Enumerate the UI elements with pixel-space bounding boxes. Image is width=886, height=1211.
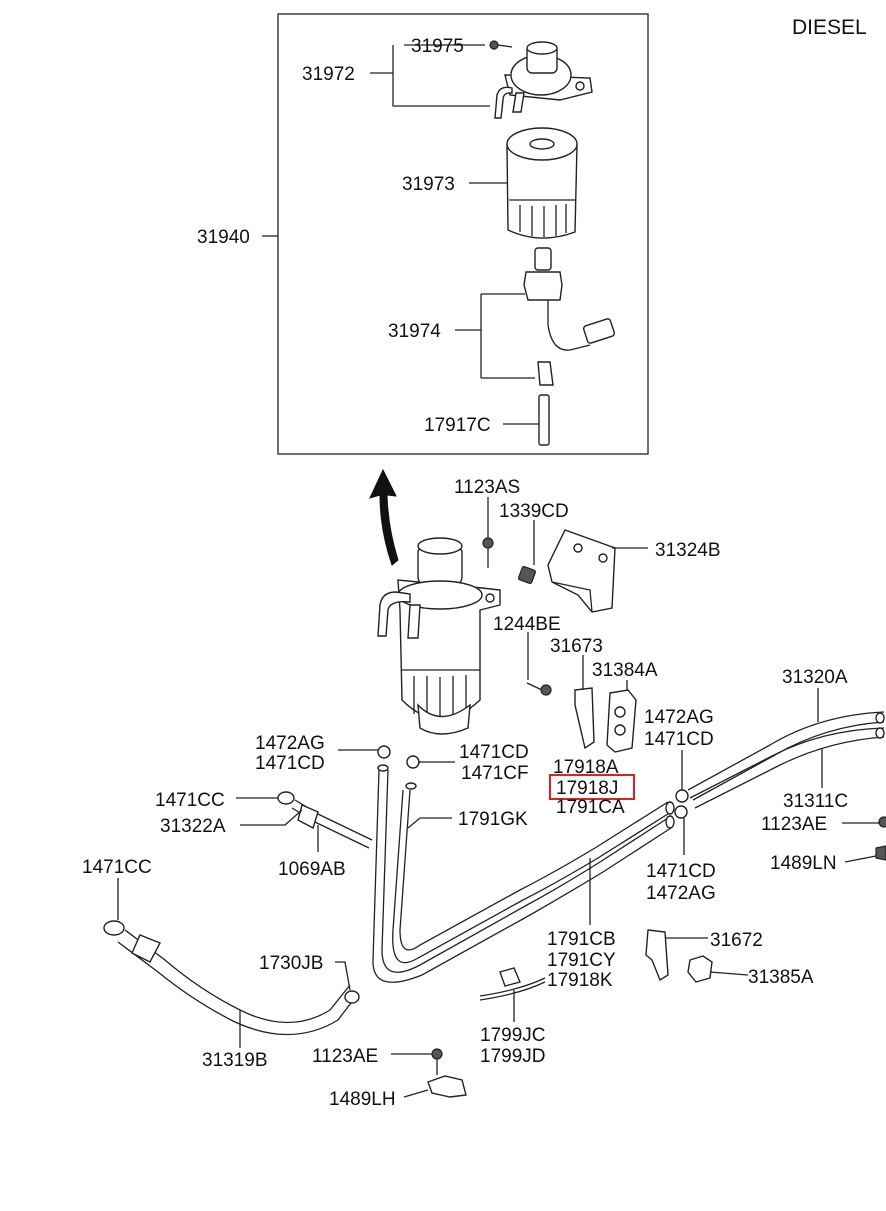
- label-1471CC-top: 1471CC: [155, 790, 225, 811]
- tie-strap-icon: [479, 967, 546, 1001]
- label-31673: 31673: [550, 636, 603, 657]
- clamp-1489LN-icon: [875, 845, 886, 861]
- label-31385A: 31385A: [748, 967, 814, 988]
- label-1244BE: 1244BE: [493, 614, 561, 635]
- filter-head-icon: [494, 41, 593, 119]
- label-1799JD: 1799JD: [480, 1046, 546, 1067]
- label-31311C: 31311C: [783, 791, 848, 812]
- leader-1730JB: [335, 961, 351, 991]
- label-1472AG-left: 1472AG: [255, 733, 325, 754]
- label-1799JC: 1799JC: [480, 1025, 546, 1046]
- label-1472AG-right: 1472AG: [644, 707, 714, 728]
- filter-element-icon: [506, 127, 578, 239]
- label-31940: 31940: [197, 227, 250, 248]
- label-1791CB: 1791CB: [547, 929, 616, 950]
- pipe-17917C-icon: [538, 394, 550, 446]
- label-1791CY: 1791CY: [547, 950, 616, 971]
- label-31319B: 31319B: [202, 1050, 268, 1071]
- label-17918A: 17918A: [553, 757, 619, 778]
- clip-31673-icon: [574, 687, 595, 750]
- highlight-box-17918J: [549, 774, 635, 800]
- fuel-filter-assembly-icon: [377, 537, 501, 735]
- label-1472AG-lower: 1472AG: [646, 883, 716, 904]
- label-17918J[interactable]: 17918J: [556, 778, 618, 799]
- bolt-1244BE-icon: [526, 682, 552, 696]
- leader-31322A: [240, 809, 303, 826]
- pipes-31320A-icon: [687, 711, 885, 809]
- curved-arrow-icon: [369, 468, 399, 566]
- leader-1489LH: [403, 1089, 429, 1098]
- hose-clamp-icon: [674, 805, 688, 819]
- label-1471CD-mid: 1471CD: [459, 742, 529, 763]
- clamp-1489LH-icon: [427, 1075, 467, 1098]
- label-31972: 31972: [302, 64, 355, 85]
- label-31322A: 31322A: [160, 816, 226, 837]
- bracket-31324B-icon: [547, 529, 616, 613]
- bolt-1123AS-icon: [482, 537, 494, 568]
- leader-1791GK: [407, 817, 452, 829]
- label-31384A: 31384A: [592, 660, 658, 681]
- label-1471CD-left: 1471CD: [255, 753, 325, 774]
- hose-31322A-icon: [277, 791, 373, 849]
- water-sensor-icon: [523, 247, 616, 386]
- label-1471CD-lower: 1471CD: [646, 861, 716, 882]
- label-1123AE-right: 1123AE: [761, 814, 827, 835]
- hose-clamp-icon: [406, 755, 420, 769]
- fuel-lines-icon: [372, 764, 675, 983]
- leader-1489LN: [844, 855, 877, 863]
- label-1471CF: 1471CF: [461, 763, 529, 784]
- label-17918K: 17918K: [547, 970, 613, 991]
- nut-1339CD-icon: [517, 565, 537, 585]
- label-1489LN: 1489LN: [770, 853, 837, 874]
- bolt-1123AE-icon: [878, 816, 886, 828]
- label-31975: 31975: [411, 36, 464, 57]
- bolt-1123AE-bottom-icon: [431, 1048, 443, 1075]
- label-1471CC-left: 1471CC: [82, 857, 152, 878]
- leader-31385A: [709, 971, 749, 976]
- hose-clamp-icon: [675, 789, 689, 803]
- label-1489LH: 1489LH: [329, 1089, 396, 1110]
- label-31324B: 31324B: [655, 540, 721, 561]
- leader-31972: [370, 45, 490, 107]
- detail-inset-box: [277, 13, 649, 455]
- label-1730JB: 1730JB: [259, 953, 323, 974]
- label-1069AB: 1069AB: [278, 859, 346, 880]
- hose-31319B-icon: [103, 920, 360, 1036]
- label-17917C: 17917C: [424, 415, 491, 436]
- hose-clamp-icon: [377, 745, 391, 759]
- label-31974: 31974: [388, 321, 441, 342]
- label-1123AE-bottom: 1123AE: [312, 1046, 378, 1067]
- label-1791GK: 1791GK: [458, 809, 528, 830]
- label-1471CD-right-top: 1471CD: [644, 729, 714, 750]
- clamp-31384A-icon: [606, 689, 637, 753]
- bolt-31975-icon: [489, 40, 513, 50]
- bracket-31672-icon: [645, 929, 669, 982]
- label-31973: 31973: [402, 174, 455, 195]
- leader-31974: [455, 293, 535, 379]
- label-1339CD: 1339CD: [499, 501, 569, 522]
- label-1791CA: 1791CA: [556, 797, 625, 818]
- label-1123AS: 1123AS: [454, 477, 520, 498]
- diagram-title: DIESEL: [792, 16, 867, 39]
- clamp-31385A-icon: [687, 955, 713, 983]
- label-31672: 31672: [710, 930, 763, 951]
- label-31320A: 31320A: [782, 667, 848, 688]
